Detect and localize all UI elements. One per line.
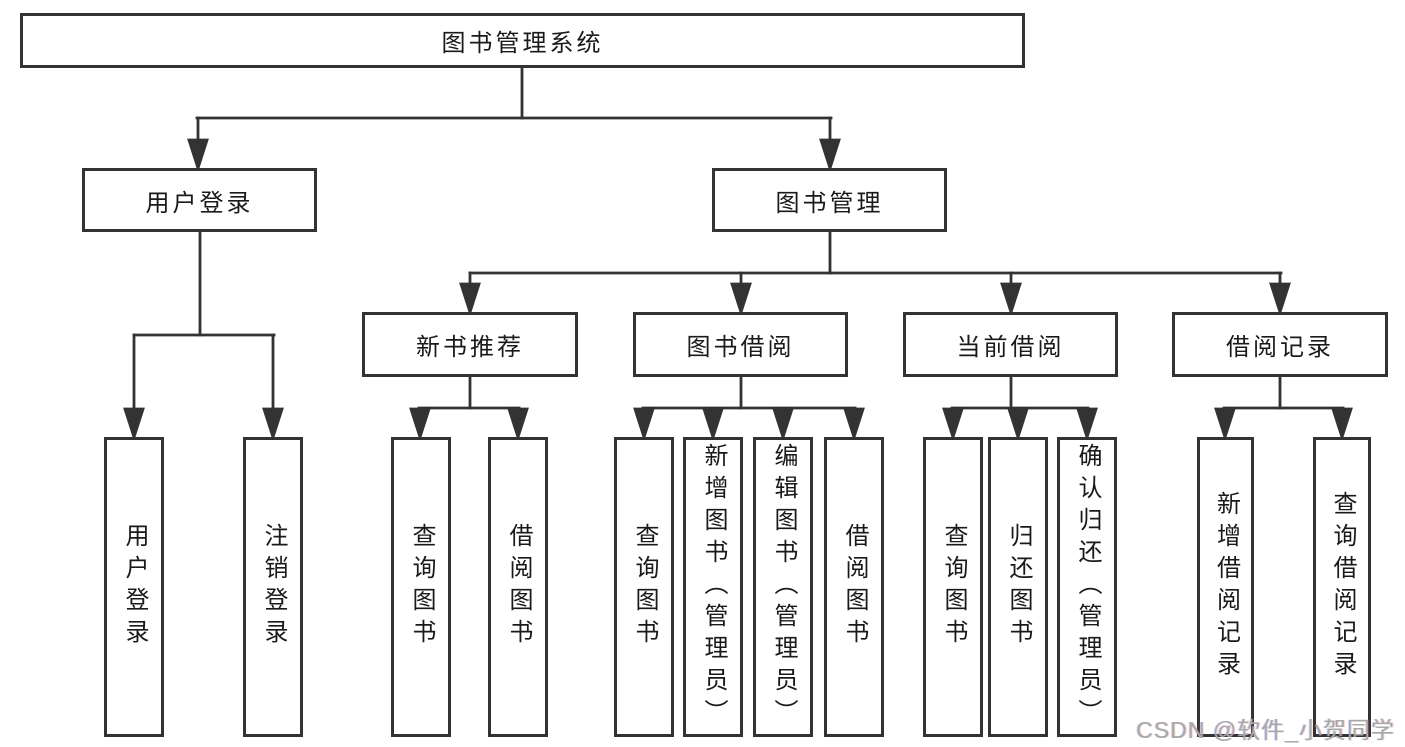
leaf-label: 编辑图书（管理员） — [770, 443, 797, 731]
leaf-label: 用户登录 — [121, 523, 148, 651]
leaf-label: 查询图书 — [408, 523, 435, 651]
leaf-logout: 注销登录 — [243, 437, 303, 737]
node-borrowing-records: 借阅记录 — [1172, 312, 1388, 377]
leaf-user-login: 用户登录 — [104, 437, 164, 737]
leaf-label: 归还图书 — [1005, 523, 1032, 651]
leaf-borrow-books: 借阅图书 — [488, 437, 548, 737]
connector-book-borrow-to-leaves — [633, 375, 865, 442]
node-label: 图书借阅 — [686, 334, 795, 361]
node-label: 用户登录 — [145, 189, 254, 217]
connector-current-borrow-to-leaves — [942, 375, 1098, 442]
node-current-borrowing: 当前借阅 — [903, 312, 1118, 377]
csdn-watermark: CSDN @软件_小贺同学 — [1136, 717, 1395, 743]
leaf-add-books-admin: 新增图书（管理员） — [683, 437, 743, 737]
node-label: 图书管理系统 — [441, 30, 604, 57]
leaf-query-books: 查询图书 — [923, 437, 983, 737]
leaf-label: 查询借阅记录 — [1329, 491, 1356, 683]
connector-root-to-level2 — [187, 66, 841, 173]
node-label: 新书推荐 — [416, 334, 524, 361]
leaf-label: 确认归还（管理员） — [1074, 443, 1101, 731]
leaf-return-books: 归还图书 — [988, 437, 1048, 737]
node-book-borrowing: 图书借阅 — [633, 312, 848, 377]
leaf-query-books: 查询图书 — [614, 437, 674, 737]
leaf-add-borrow-record: 新增借阅记录 — [1197, 437, 1254, 737]
leaf-label: 注销登录 — [260, 523, 287, 651]
node-new-book-recommend: 新书推荐 — [362, 312, 578, 377]
connector-book-mgmt-to-level3 — [459, 230, 1291, 317]
node-user-login: 用户登录 — [82, 168, 317, 232]
leaf-label: 查询图书 — [940, 523, 967, 651]
leaf-edit-books-admin: 编辑图书（管理员） — [753, 437, 813, 737]
node-book-management: 图书管理 — [712, 168, 947, 232]
leaf-label: 借阅图书 — [505, 523, 532, 651]
node-label: 图书管理 — [775, 189, 884, 217]
leaf-confirm-return-admin: 确认归还（管理员） — [1057, 437, 1117, 737]
connector-records-to-leaves — [1214, 375, 1353, 442]
leaf-label: 借阅图书 — [841, 523, 868, 651]
leaf-borrow-books: 借阅图书 — [824, 437, 884, 737]
leaf-query-borrow-record: 查询借阅记录 — [1313, 437, 1371, 737]
node-library-management-system: 图书管理系统 — [20, 13, 1025, 68]
connector-user-login-to-leaves — [123, 230, 284, 442]
connector-new-books-to-leaves — [409, 375, 529, 442]
node-label: 借阅记录 — [1226, 334, 1334, 361]
leaf-label: 新增借阅记录 — [1212, 491, 1240, 683]
leaf-label: 查询图书 — [631, 523, 658, 651]
leaf-query-books: 查询图书 — [391, 437, 451, 737]
node-label: 当前借阅 — [956, 334, 1065, 361]
leaf-label: 新增图书（管理员） — [700, 443, 727, 731]
